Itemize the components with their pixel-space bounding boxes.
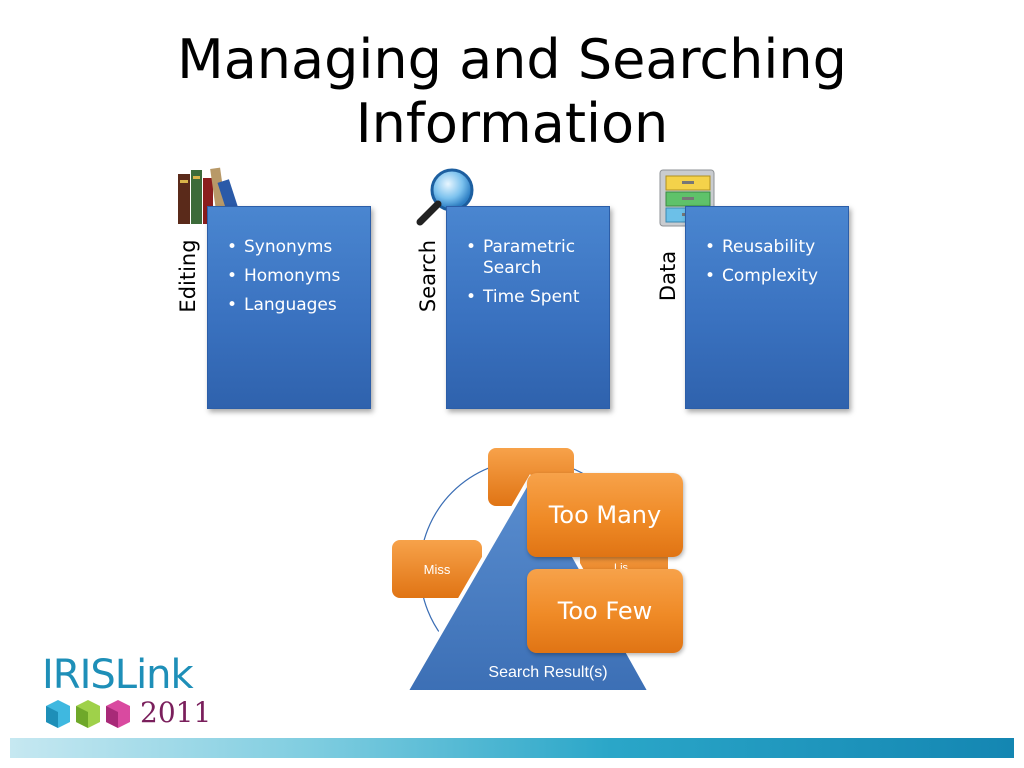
cycle-label-left: Miss [423,562,451,577]
tab-data: Data [648,206,688,346]
tab-search: Search [408,206,448,346]
tab-search-label: Search [416,239,440,313]
footer-bar [10,738,1014,758]
too-many-label: Too Many [548,501,662,529]
cycle-box-left [392,540,482,598]
list-item: Parametric Search [466,237,609,279]
tab-data-label: Data [656,250,680,302]
tab-editing: Editing [168,206,208,346]
logo-year: 2011 [140,696,212,729]
logo-name: IRISLink [42,652,194,698]
list-item: Time Spent [466,287,609,308]
too-few-box: Too Few [527,569,683,653]
card-search-list: Parametric Search Time Spent [447,237,609,308]
tab-editing-label: Editing [176,239,200,313]
list-item: Reusability [705,237,848,258]
card-search: Parametric Search Time Spent [446,206,610,409]
logo-cubes-icon [46,700,130,728]
list-item: Complexity [705,266,848,287]
card-editing-list: Synonyms Homonyms Languages [208,237,370,316]
title-line-1: Managing and Searching [177,28,847,91]
card-data-list: Reusability Complexity [686,237,848,287]
list-item: Languages [227,295,370,316]
card-editing: Synonyms Homonyms Languages [207,206,371,409]
too-few-label: Too Few [557,597,653,625]
title-line-2: Information [355,92,669,155]
too-many-box: Too Many [527,473,683,557]
triangle-label: Search Result(s) [488,664,608,681]
slide-title: Managing and Searching Information [0,28,1024,156]
list-item: Homonyms [227,266,370,287]
card-data: Reusability Complexity [685,206,849,409]
list-item: Synonyms [227,237,370,258]
